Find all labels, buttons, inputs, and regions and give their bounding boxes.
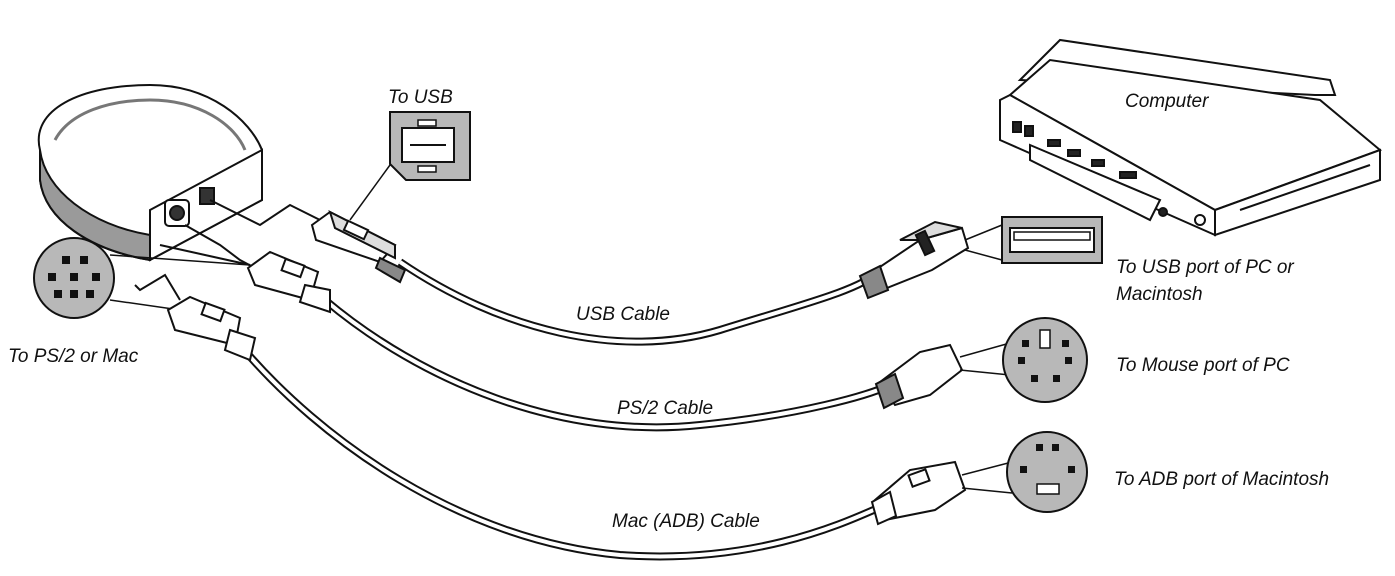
- laptop-computer: [999, 38, 1382, 237]
- usb-a-plug: [858, 220, 970, 300]
- adb-plug-left: [166, 295, 257, 362]
- usb-b-port-callout: [349, 111, 471, 221]
- label-to-usb-port-line2: Macintosh: [1116, 284, 1203, 305]
- ps2-cable: [322, 296, 892, 432]
- label-usb-cable: USB Cable: [576, 304, 670, 325]
- usb-cable: [397, 258, 881, 346]
- adb-plug-right: [870, 460, 967, 526]
- mouse-port-callout: [959, 317, 1088, 403]
- usb-b-plug: [310, 210, 407, 284]
- label-to-adb-port: To ADB port of Macintosh: [1114, 469, 1329, 490]
- ps2-female-port-callout: [33, 237, 251, 319]
- receiver-wires: [134, 199, 331, 301]
- label-mac-adb-cable: Mac (ADB) Cable: [612, 511, 760, 532]
- adb-cable: [236, 342, 887, 561]
- label-ps2-cable: PS/2 Cable: [617, 398, 713, 419]
- label-to-usb-port-line1: To USB port of PC or: [1116, 257, 1294, 278]
- ps2-plug-right: [874, 343, 964, 410]
- label-to-usb: To USB: [388, 87, 453, 108]
- label-to-mouse-port: To Mouse port of PC: [1116, 355, 1290, 376]
- adb-port-callout: [961, 431, 1088, 513]
- label-computer: Computer: [1125, 91, 1209, 112]
- receiver-unit: [37, 83, 263, 262]
- label-to-ps2-or-mac: To PS/2 or Mac: [8, 346, 139, 367]
- usb-a-port-callout: [964, 216, 1103, 264]
- ps2-plug-left: [246, 250, 331, 314]
